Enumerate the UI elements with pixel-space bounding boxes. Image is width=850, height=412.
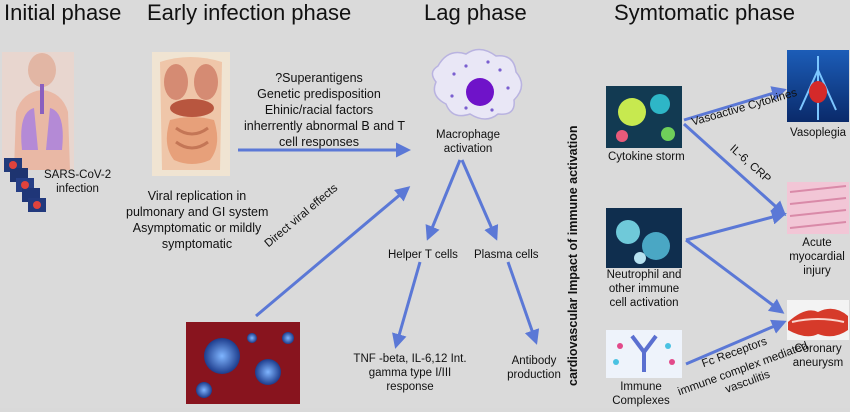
factor-line5: cell responses — [279, 135, 359, 149]
header-lag-phase: Lag phase — [424, 0, 527, 25]
coronary-aneurysm-icon — [787, 300, 849, 340]
acute-myocardial-injury-label: Acute myocardial injury — [786, 236, 848, 278]
arrow-to-helper-t — [425, 159, 462, 241]
cytokine-storm-photo-icon — [606, 86, 682, 148]
sars-cov-2-label: SARS-CoV-2 infection — [44, 168, 111, 196]
immune-complexes-icon — [606, 330, 682, 378]
myocardial-line3: injury — [803, 265, 831, 277]
immune-complexes-line1: Immune — [620, 381, 662, 393]
sars-cov-2-label-line1: SARS-CoV-2 — [44, 169, 112, 181]
tnf-line2: gamma type I/III — [368, 367, 452, 379]
macrophage-activation-label: Macrophage activation — [434, 128, 502, 156]
neutrophil-photo-icon — [606, 208, 682, 268]
lungs-figure-icon — [2, 52, 74, 170]
arrow-to-vasoplegia — [683, 86, 787, 122]
neutrophil-line1: Neutrophil and — [606, 269, 682, 281]
tnf-line3: response — [386, 381, 434, 393]
organs-figure-icon — [152, 52, 230, 176]
predisposing-factors-text: ?Superantigens Genetic predisposition Eh… — [244, 70, 405, 150]
arrow-to-plasma — [460, 159, 499, 241]
antibody-line2: production — [507, 369, 561, 381]
viral-replication-line2: pulmonary and GI system — [126, 205, 269, 219]
arrow-to-myocardial — [682, 122, 787, 217]
cardiovascular-impact-vertical-label: cardiovascular Impact of immune activati… — [566, 125, 580, 387]
viral-replication-line4: symptomatic — [161, 237, 233, 251]
tnf-line1: TNF -beta, IL-6,12 Int. — [353, 353, 467, 365]
factor-line3: Ehinic/racial factors — [264, 103, 374, 117]
coronary-aneurysm-label: Coronary aneurysm — [790, 342, 846, 370]
viral-replication-line3: Asymptomatic or mildly — [132, 221, 262, 235]
arrow-direct-viral-effects — [255, 186, 411, 318]
antibody-production-label: Antibody production — [506, 354, 562, 382]
arrow-neutrophil-to-myocardial — [685, 209, 787, 242]
plasma-cells-label: Plasma cells — [474, 249, 539, 261]
factor-line1: ?Superantigens — [275, 71, 363, 85]
immune-complexes-label: Immune Complexes — [612, 380, 670, 408]
neutrophil-line2: other immune — [608, 283, 680, 295]
header-early-infection-phase: Early infection phase — [147, 0, 352, 25]
vasoplegia-label: Vasoplegia — [790, 127, 847, 139]
macrophage-line2: activation — [443, 143, 493, 155]
heart-vessels-photo-icon — [787, 50, 849, 122]
immune-complexes-line2: Complexes — [612, 395, 670, 407]
flow-arrows — [238, 86, 787, 366]
neutrophil-label: Neutrophil and other immune cell activat… — [606, 268, 682, 310]
viral-replication-line1: Viral replication in — [147, 189, 247, 203]
antibody-line1: Antibody — [511, 355, 557, 367]
helper-t-cells-label: Helper T cells — [388, 249, 458, 261]
viral-replication-text: Viral replication in pulmonary and GI sy… — [126, 188, 268, 252]
tnf-response-label: TNF -beta, IL-6,12 Int. gamma type I/III… — [352, 352, 468, 394]
coronary-line1: Coronary — [794, 343, 842, 355]
macrophage-line1: Macrophage — [436, 129, 500, 141]
neutrophil-line3: cell activation — [609, 297, 679, 309]
myocardial-line1: Acute — [802, 237, 832, 249]
coronavirus-photo-icon — [186, 322, 300, 404]
macrophage-cell-icon — [431, 48, 523, 120]
sars-cov-2-label-line2: infection — [56, 183, 99, 195]
arrow-to-tnf — [392, 261, 422, 349]
myocardial-line2: myocardial — [789, 251, 845, 263]
header-initial-phase: Initial phase — [4, 0, 122, 25]
arrow-neutrophil-to-aneurysm — [685, 238, 785, 314]
factor-line2: Genetic predisposition — [257, 87, 381, 101]
sars-cov-2-thumbnails-icon — [4, 158, 46, 212]
myocardial-tissue-photo-icon — [787, 182, 849, 234]
cytokine-storm-label: Cytokine storm — [608, 151, 685, 163]
coronary-line2: aneurysm — [792, 357, 844, 369]
header-symptomatic-phase: Symtomatic phase — [614, 0, 795, 25]
factor-line4: inherrently abnormal B and T — [244, 119, 405, 133]
arrow-to-antibody — [506, 261, 540, 345]
arrow-complexes-to-aneurysm — [685, 319, 787, 366]
